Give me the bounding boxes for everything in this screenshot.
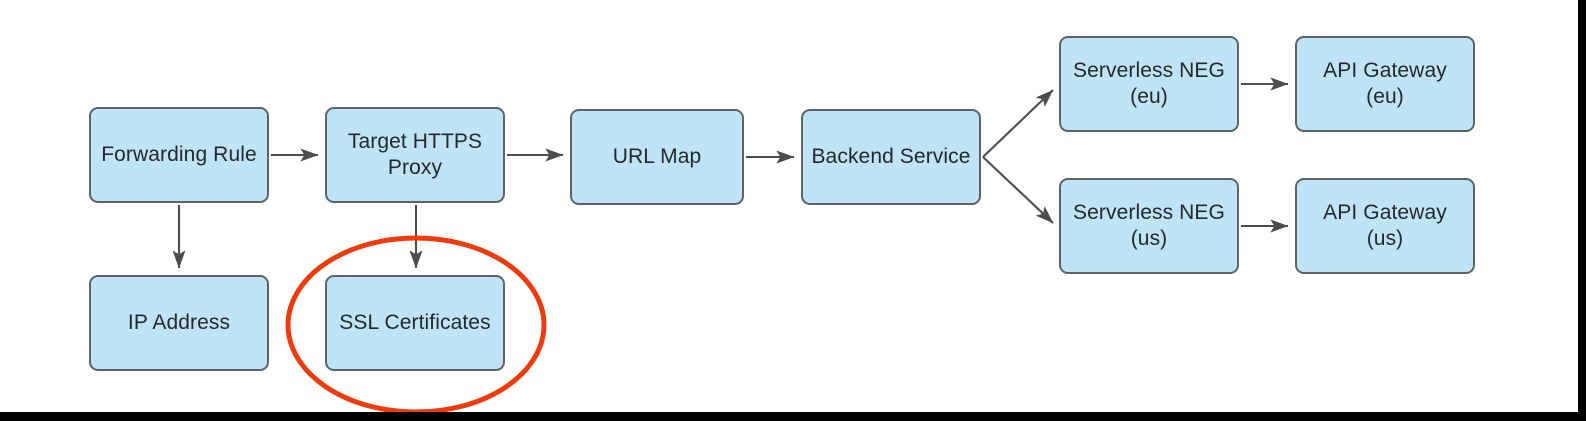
- node-ip-address[interactable]: IP Address: [89, 275, 269, 371]
- node-api-gateway-us[interactable]: API Gateway (us): [1295, 178, 1475, 274]
- node-api-gateway-us-label: API Gateway (us): [1323, 201, 1447, 250]
- node-ip-address-label: IP Address: [127, 311, 231, 335]
- node-serverless-neg-eu[interactable]: Serverless NEG (eu): [1059, 36, 1239, 132]
- node-forwarding-rule[interactable]: Forwarding Rule: [89, 107, 269, 203]
- node-backend-service[interactable]: Backend Service: [801, 109, 981, 205]
- node-serverless-neg-eu-label: Serverless NEG (eu): [1073, 59, 1225, 108]
- edge-backend-to-neg-us: [982, 156, 1054, 224]
- node-target-https-proxy-label: Target HTTPS Proxy: [347, 130, 483, 179]
- node-url-map[interactable]: URL Map: [570, 109, 744, 205]
- node-serverless-neg-us-label: Serverless NEG (us): [1073, 201, 1225, 250]
- node-api-gateway-eu-label: API Gateway (eu): [1323, 59, 1447, 108]
- node-backend-service-label: Backend Service: [811, 145, 971, 169]
- node-serverless-neg-us[interactable]: Serverless NEG (us): [1059, 178, 1239, 274]
- node-ssl-certificates[interactable]: SSL Certificates: [325, 275, 505, 371]
- node-url-map-label: URL Map: [612, 145, 702, 169]
- node-forwarding-rule-label: Forwarding Rule: [101, 143, 257, 167]
- node-ssl-certificates-label: SSL Certificates: [339, 311, 491, 335]
- node-target-https-proxy[interactable]: Target HTTPS Proxy: [325, 107, 505, 203]
- frame-border-bottom: [0, 412, 1586, 421]
- frame-border-right: [1578, 0, 1586, 421]
- node-api-gateway-eu[interactable]: API Gateway (eu): [1295, 36, 1475, 132]
- edge-backend-to-neg-eu: [982, 89, 1054, 158]
